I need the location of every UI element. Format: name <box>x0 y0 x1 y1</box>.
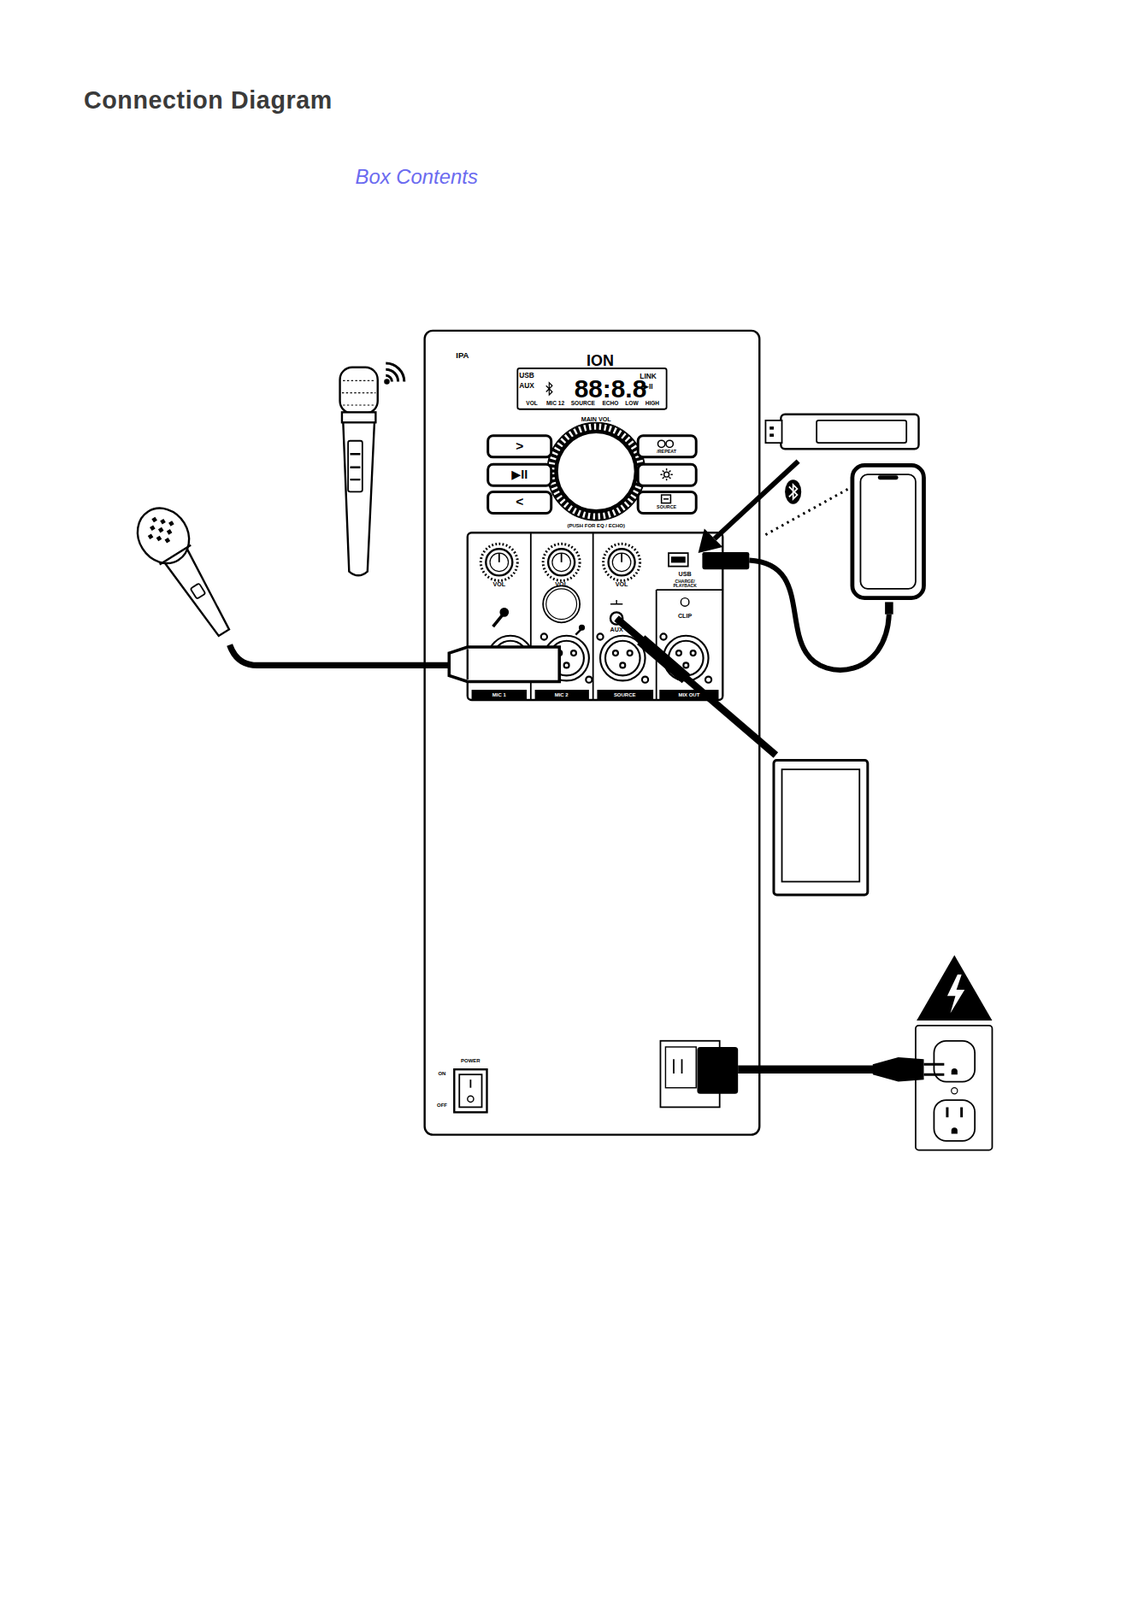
knob-cap <box>557 432 636 511</box>
panel-label: CLIP <box>678 613 692 620</box>
mic2-hole <box>542 585 580 623</box>
mic-icons <box>493 608 585 636</box>
usb-cable <box>701 552 893 671</box>
wireless-mic <box>340 363 405 576</box>
panel-label: HIGH <box>645 400 660 407</box>
bluetooth-logo <box>784 479 802 505</box>
panel-label: SOURCE <box>571 400 596 407</box>
power-cord <box>696 1047 944 1095</box>
aux-icon <box>610 600 623 605</box>
wireless-link <box>765 488 850 536</box>
channel-label-bars <box>471 689 720 701</box>
button <box>637 436 696 458</box>
display <box>517 368 667 410</box>
wall-outlet <box>915 1025 993 1151</box>
wireless-icon <box>385 363 405 384</box>
button <box>637 491 696 513</box>
clip-led <box>680 598 690 608</box>
panel-label: ION <box>586 352 614 369</box>
title: Connection Diagram <box>83 85 333 114</box>
button <box>488 464 552 486</box>
panel-label: IPA <box>455 352 469 361</box>
panel-label: ON <box>437 1071 446 1077</box>
cord <box>737 1065 876 1074</box>
panel-outline <box>424 330 761 1136</box>
panel-label: MIX OUT <box>678 692 700 698</box>
light-icon <box>660 468 673 481</box>
panel-label: AUX <box>610 626 624 634</box>
source-icon <box>661 495 672 504</box>
panel-label: SOURCE <box>656 506 677 512</box>
main-knob <box>547 422 646 521</box>
bluetooth-icon <box>546 383 553 396</box>
panel-label: VOL <box>554 581 568 589</box>
panel-label: ▶II <box>511 468 528 482</box>
panel-label: MIC 2 <box>554 692 569 698</box>
aux-cable <box>616 619 776 756</box>
panel-label: < <box>515 495 524 509</box>
panel-label: POWER <box>460 1059 481 1065</box>
power-switch <box>453 1069 487 1113</box>
panel-label: VOL <box>615 581 629 589</box>
usb-port <box>668 553 689 567</box>
mic2-hole <box>546 589 578 620</box>
panel-label: 88:8.8 <box>574 375 648 402</box>
panel-label: MAIN VOL <box>581 416 612 424</box>
panel-label: (PUSH FOR EQ / ECHO) <box>567 523 625 529</box>
panel-label: VOL <box>525 400 538 407</box>
warning-sign <box>916 955 992 1020</box>
usb-stick <box>765 414 919 450</box>
phone <box>852 465 925 598</box>
panel-label: ECHO <box>601 400 619 407</box>
panel-label: CHARGE/ PLAYBACK <box>669 580 701 590</box>
panel-label: LINK <box>639 372 657 381</box>
channel-knobs <box>480 543 640 581</box>
arrow <box>698 461 799 554</box>
panel-label: ▶II <box>643 383 654 391</box>
panel-label: MIC 12 <box>546 400 565 407</box>
panel-label: OFF <box>436 1102 448 1109</box>
panel-label: > <box>515 439 524 454</box>
tablet <box>773 760 868 896</box>
panel-label: MIC 1 <box>492 692 507 698</box>
knob-knurl <box>551 426 642 517</box>
panel-label: USB <box>678 571 692 578</box>
button <box>488 436 552 458</box>
button <box>637 464 696 486</box>
panel-label: /REPEAT <box>656 449 677 455</box>
panel-label: AUX <box>518 382 535 390</box>
wired-mic <box>127 498 560 682</box>
panel-label: SOURCE <box>613 692 637 698</box>
panel-label: VOL <box>492 581 506 589</box>
panel-label: USB <box>518 371 535 380</box>
iec-plug <box>696 1047 738 1095</box>
panel-label: LOW <box>624 400 638 407</box>
button <box>488 491 552 513</box>
speaker-panel <box>424 330 761 1136</box>
link-text: Box Contents <box>354 166 478 189</box>
repeat-icon <box>657 440 673 448</box>
